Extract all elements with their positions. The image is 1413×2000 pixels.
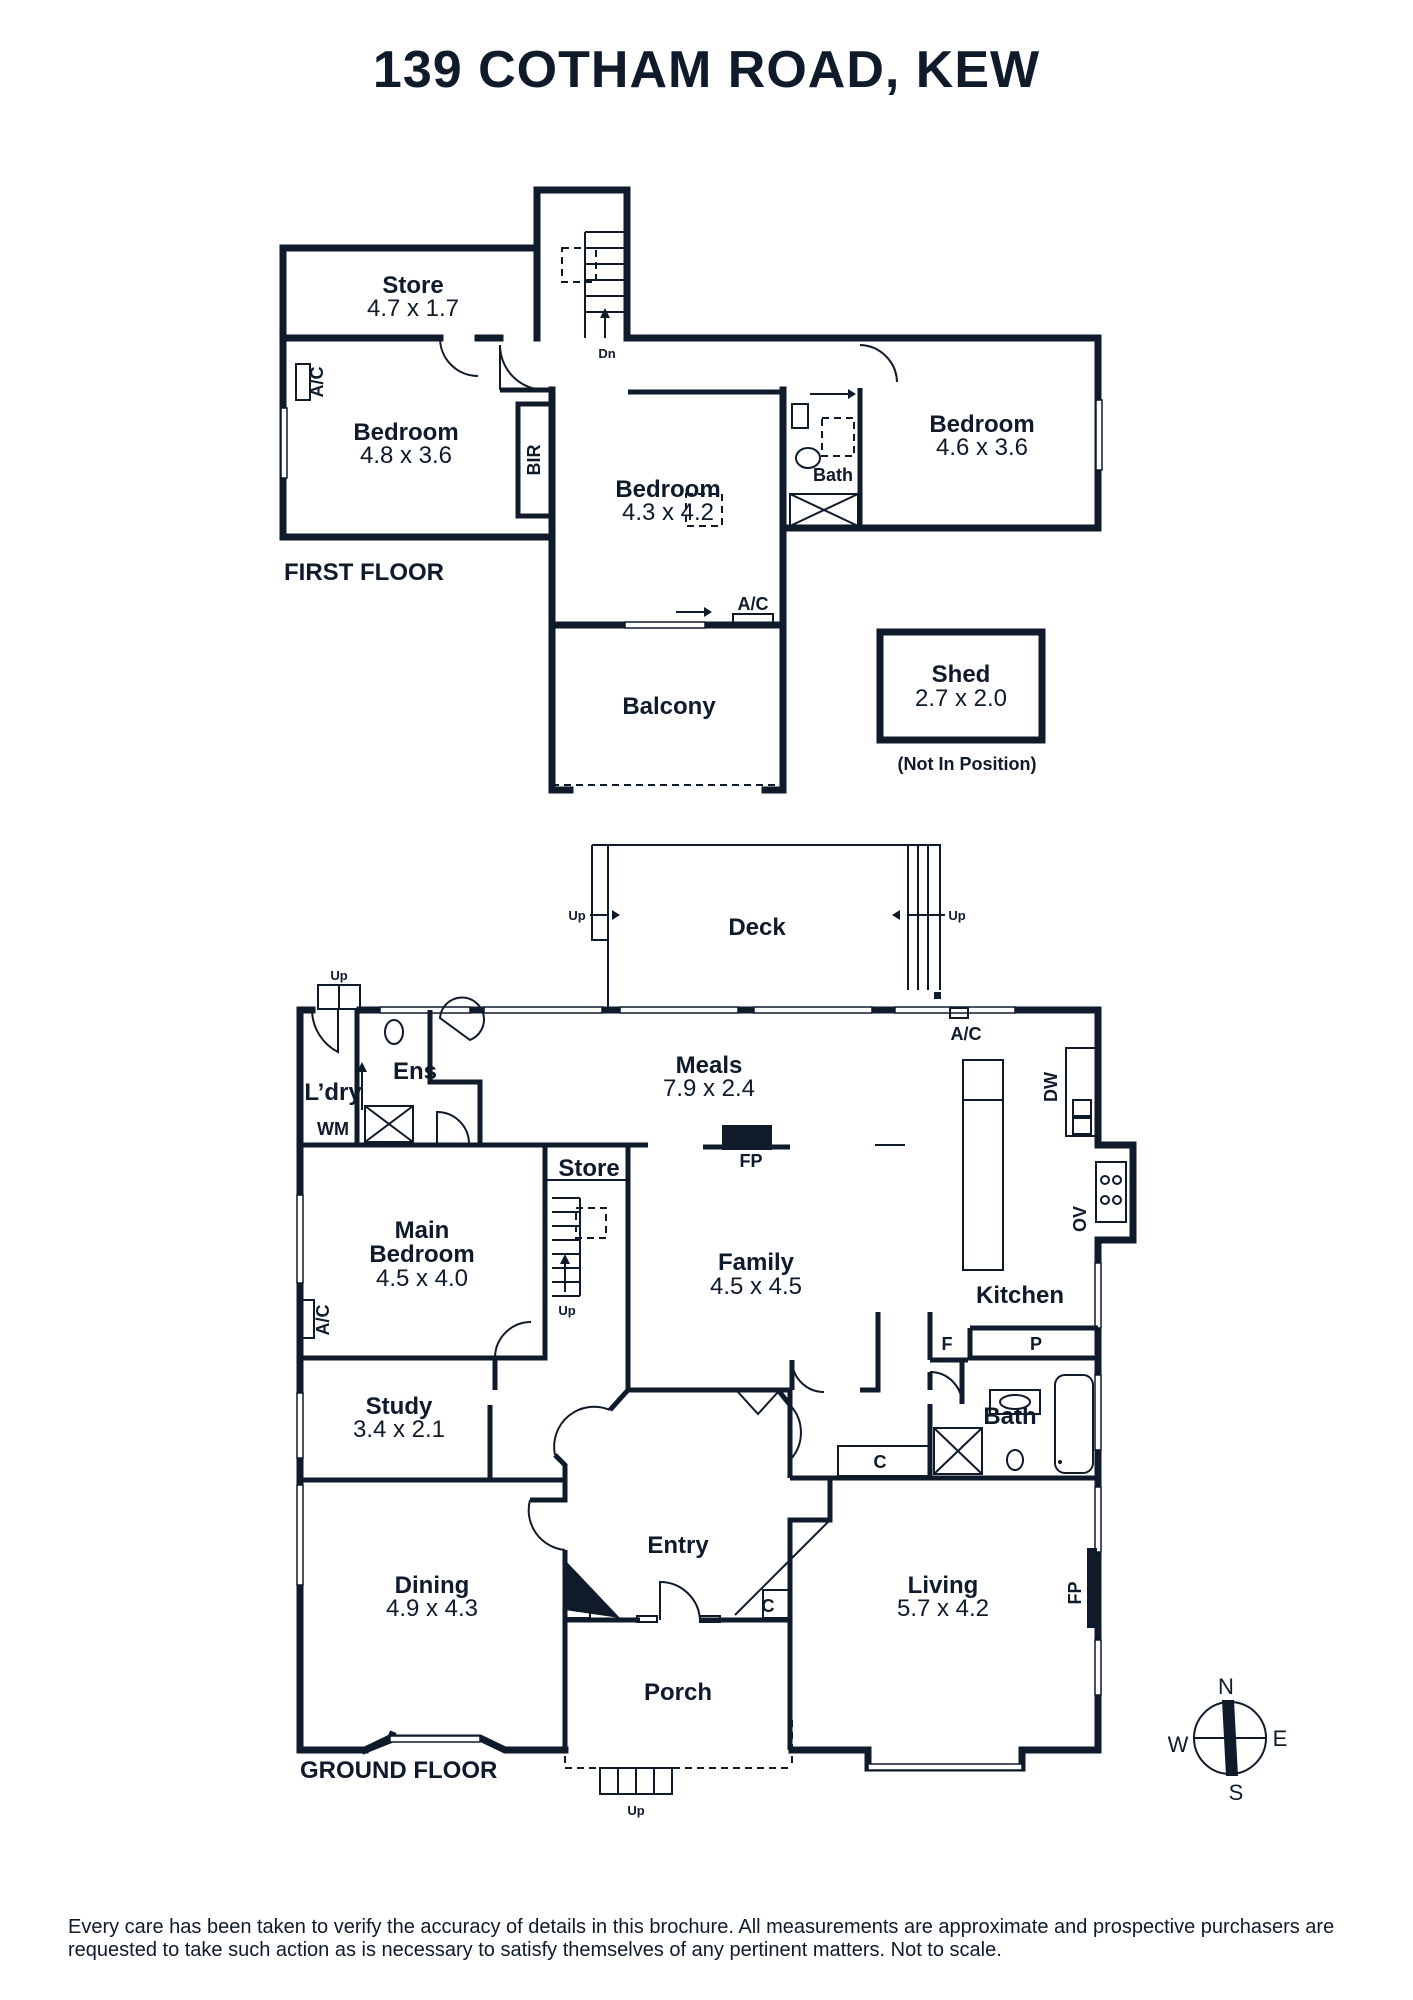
c-right-label: C: [762, 1596, 775, 1616]
dining-label: Dining: [395, 1572, 470, 1599]
ac-mid-label: A/C: [738, 594, 769, 614]
kitchen-label: Kitchen: [976, 1282, 1064, 1309]
bedroom-right-label: Bedroom: [929, 411, 1034, 438]
dn-label: Dn: [598, 346, 615, 361]
ground-bath-label: Bath: [983, 1403, 1036, 1430]
bedroom-right-dims: 4.6 x 3.6: [936, 434, 1028, 461]
first-floor-plan: [279, 186, 1103, 794]
f-label: F: [942, 1334, 953, 1354]
shed-note: (Not In Position): [898, 754, 1037, 774]
first-bath-label: Bath: [813, 465, 853, 485]
first-floor-label: FIRST FLOOR: [284, 559, 444, 586]
ac-kitchen-label: A/C: [951, 1024, 982, 1044]
sliding-door: [624, 621, 706, 629]
up-deck-left: Up: [568, 908, 585, 923]
up-stairs-label: Up: [558, 1303, 575, 1318]
window: [280, 407, 288, 479]
compass-w: W: [1168, 1732, 1189, 1757]
ov-label: OV: [1070, 1206, 1090, 1232]
disclaimer: Every care has been taken to verify the …: [68, 1916, 1335, 1961]
c-left-label: C: [572, 1596, 585, 1616]
family-label: Family: [718, 1249, 795, 1276]
store-label: Store: [382, 272, 443, 299]
deck-label: Deck: [728, 914, 786, 941]
ground-floor-label: GROUND FLOOR: [300, 1757, 497, 1784]
ground-store-label: Store: [558, 1155, 619, 1182]
window: [1095, 399, 1103, 471]
family-dims: 4.5 x 4.5: [710, 1273, 802, 1300]
meals-dims: 7.9 x 2.4: [663, 1075, 755, 1102]
first-floor-bath: [789, 389, 859, 527]
study-label: Study: [366, 1393, 433, 1420]
ac-main-label: A/C: [313, 1305, 333, 1336]
c-hall-label: C: [874, 1452, 887, 1472]
main-bedroom-dims: 4.5 x 4.0: [376, 1265, 468, 1292]
page-title: 139 COTHAM ROAD, KEW: [372, 41, 1041, 99]
shed-outline: [876, 628, 1046, 744]
living-dims: 5.7 x 4.2: [897, 1595, 989, 1622]
compass-n: N: [1218, 1674, 1234, 1699]
ens-label: Ens: [393, 1058, 437, 1085]
stairs-up-ground: [552, 1197, 607, 1297]
porch-label: Porch: [644, 1679, 712, 1706]
bir-label: BIR: [524, 445, 544, 476]
fp-living-label: FP: [1065, 1581, 1085, 1604]
wm-label: WM: [317, 1119, 349, 1139]
balcony-label: Balcony: [622, 693, 716, 720]
up-porch-label: Up: [627, 1803, 644, 1818]
up-deck-right: Up: [948, 908, 965, 923]
compass-e: E: [1273, 1726, 1288, 1751]
living-label: Living: [908, 1572, 979, 1599]
bedroom-mid-label: Bedroom: [615, 476, 720, 503]
meals-label: Meals: [676, 1052, 743, 1079]
shed-label: Shed: [932, 661, 991, 688]
main-bedroom-label-2: Bedroom: [369, 1241, 474, 1268]
dining-dims: 4.9 x 4.3: [386, 1595, 478, 1622]
bedroom-left-dims: 4.8 x 3.6: [360, 442, 452, 469]
compass-icon: N E S W: [1168, 1674, 1288, 1805]
entry-label: Entry: [647, 1532, 709, 1559]
shed-dims: 2.7 x 2.0: [915, 685, 1007, 712]
stairs-up-first: [561, 231, 627, 338]
p-label: P: [1030, 1334, 1042, 1354]
ac-left-label: A/C: [307, 367, 327, 398]
fp-meals-label: FP: [739, 1151, 762, 1171]
study-dims: 3.4 x 2.1: [353, 1416, 445, 1443]
ldry-label: L’dry: [304, 1079, 362, 1106]
ground-floor-plan: [296, 844, 1137, 1795]
compass-s: S: [1229, 1780, 1244, 1805]
bedroom-mid-dims: 4.3 x 4.2: [622, 499, 714, 526]
up-ldry: Up: [330, 968, 347, 983]
store-dims: 4.7 x 1.7: [367, 295, 459, 322]
bedroom-left-label: Bedroom: [353, 419, 458, 446]
dw-label: DW: [1041, 1072, 1061, 1102]
main-bedroom-label-1: Main: [395, 1217, 450, 1244]
